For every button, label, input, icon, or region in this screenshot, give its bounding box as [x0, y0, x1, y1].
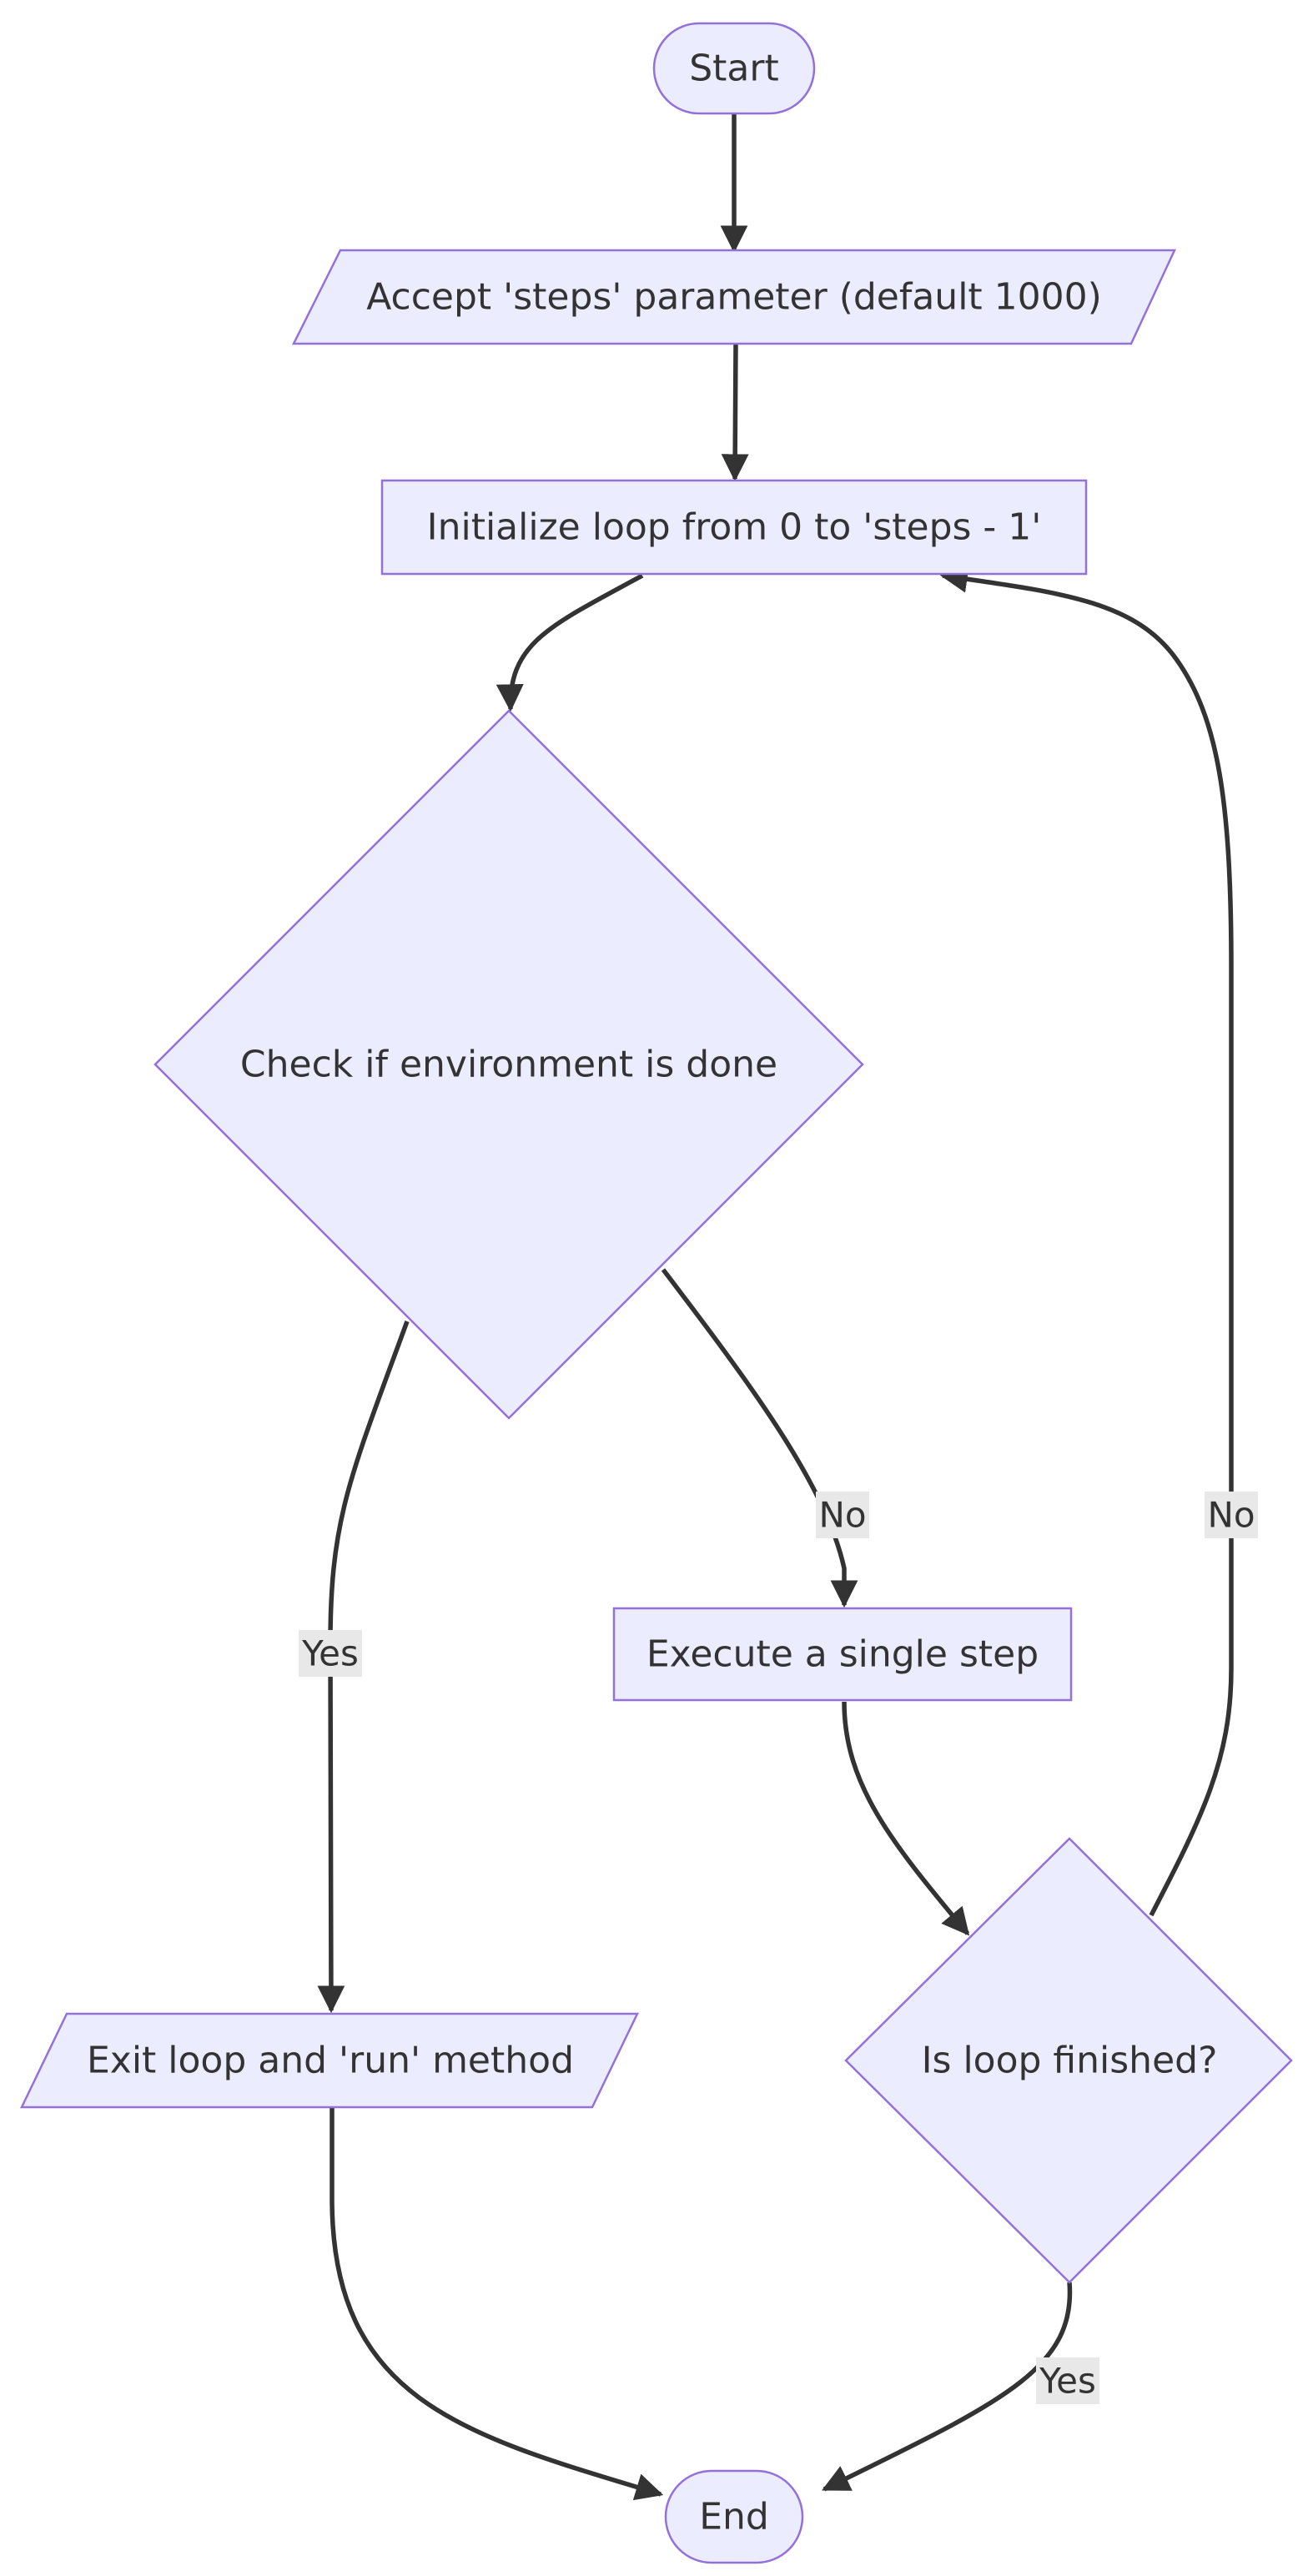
- exit-loop-node: Exit loop and 'run' method: [20, 2012, 639, 2109]
- edge-init-to-check: [496, 573, 644, 712]
- check-done-node: Check if environment is done: [153, 709, 864, 1420]
- edge-exit-to-end: [330, 2107, 664, 2501]
- edge-label-check-no: No: [816, 1492, 869, 1538]
- edge-accept-to-init: [721, 343, 749, 482]
- execute-step-label: Execute a single step: [646, 1633, 1039, 1676]
- exit-loop-label: Exit loop and 'run' method: [87, 2040, 574, 2082]
- loop-finished-label: Is loop finished?: [922, 2040, 1218, 2082]
- edge-label-check-yes-text: Yes: [301, 1633, 359, 1674]
- edge-label-loop-no: No: [1205, 1492, 1258, 1538]
- init-loop-label: Initialize loop from 0 to 'steps - 1': [427, 506, 1042, 549]
- edge-execute-to-loopfinished: [842, 1701, 970, 1936]
- init-loop-node: Initialize loop from 0 to 'steps - 1': [380, 479, 1088, 576]
- edge-label-check-no-text: No: [818, 1495, 866, 1536]
- loop-finished-node: Is loop finished?: [844, 1837, 1293, 2284]
- edge-check-to-execute-no: [661, 1268, 858, 1608]
- edge-label-loop-yes-text: Yes: [1039, 2361, 1096, 2402]
- edge-label-check-yes: Yes: [299, 1630, 362, 1677]
- execute-step-node: Execute a single step: [612, 1607, 1073, 1702]
- start-node: Start: [652, 22, 816, 115]
- edge-check-to-exit-yes: [317, 1321, 410, 2014]
- check-done-label: Check if environment is done: [240, 1044, 777, 1086]
- edge-loopfinished-to-init-no: [939, 565, 1234, 1917]
- accept-steps-node: Accept 'steps' parameter (default 1000): [291, 249, 1176, 345]
- start-label: Start: [689, 48, 779, 90]
- edge-loopfinished-to-end-yes: [822, 2282, 1073, 2492]
- edge-label-loop-no-text: No: [1207, 1495, 1255, 1536]
- edge-label-loop-yes: Yes: [1036, 2357, 1099, 2404]
- end-node: End: [664, 2469, 804, 2564]
- end-label: End: [699, 2496, 769, 2538]
- accept-steps-label: Accept 'steps' parameter (default 1000): [366, 276, 1102, 319]
